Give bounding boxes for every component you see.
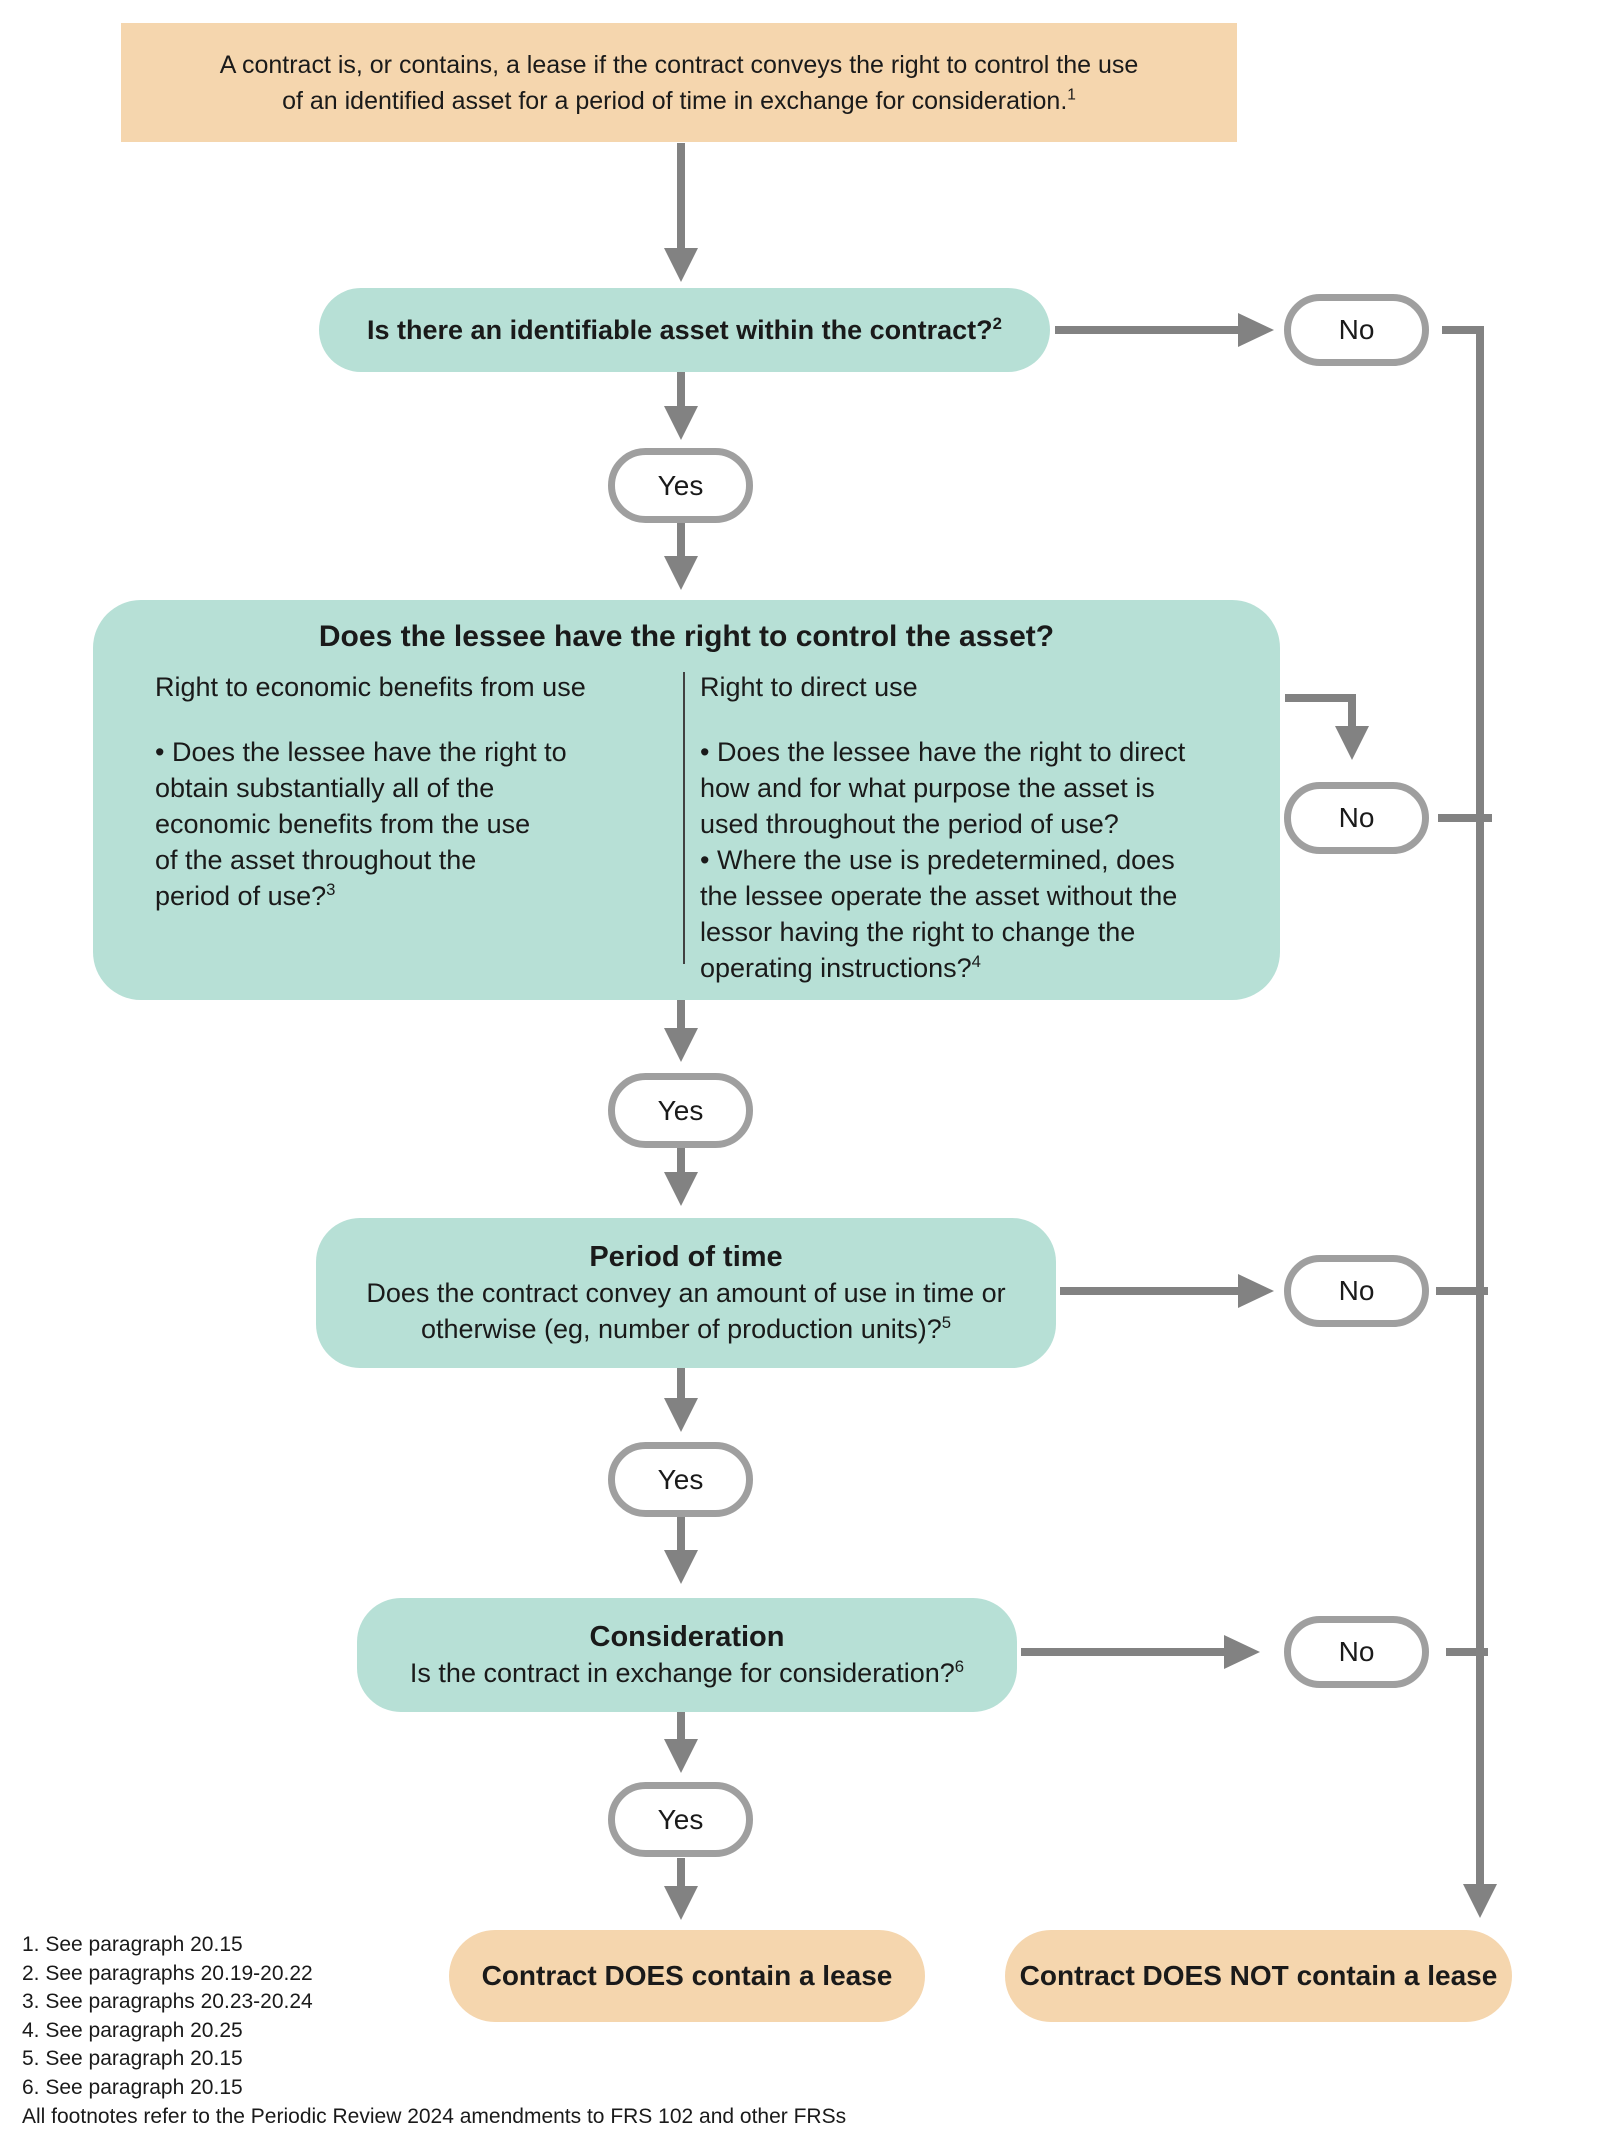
arrowhead-control-to-no2: [1335, 726, 1369, 760]
arrowhead-collector-to-outcome: [1463, 1884, 1497, 1918]
arrowhead-q1-to-yes1: [664, 406, 698, 440]
direct-use-bullet-2: • Where the use is predetermined, does t…: [700, 845, 1178, 983]
footnotes: 1. See paragraph 20.15 2. See paragraphs…: [22, 1931, 846, 2131]
no-oval-4: No: [1284, 1616, 1429, 1688]
arrowhead-yes4-to-outcome: [664, 1886, 698, 1920]
direct-use-heading: Right to direct use: [700, 672, 918, 702]
arrowhead-yes2-to-period: [664, 1172, 698, 1206]
outcome-contains-lease: Contract DOES contain a lease: [449, 1930, 925, 2022]
yes-oval-2: Yes: [608, 1073, 753, 1148]
footnote-2: 2. See paragraphs 20.19-20.22: [22, 1961, 313, 1985]
question-right-to-control: Does the lessee have the right to contro…: [93, 600, 1280, 1000]
footnote-3: 3. See paragraphs 20.23-20.24: [22, 1990, 313, 2014]
footnote-4: 4. See paragraph 20.25: [22, 2018, 243, 2042]
footnote-general-note: All footnotes refer to the Periodic Revi…: [22, 2104, 847, 2128]
arrowhead-intro-to-q1: [664, 248, 698, 282]
question-identifiable-asset: Is there an identifiable asset within th…: [319, 288, 1050, 372]
footnote-ref-4: 4: [971, 952, 981, 971]
arrowhead-period-to-yes3: [664, 1398, 698, 1432]
footnote-1: 1. See paragraph 20.15: [22, 1933, 243, 1956]
arrowhead-consideration-to-no4: [1224, 1635, 1260, 1669]
no-oval-1: No: [1284, 294, 1429, 366]
footnote-ref-3: 3: [326, 880, 336, 899]
outcome-not-contains-lease: Contract DOES NOT contain a lease: [1005, 1930, 1512, 2022]
arrowhead-consideration-to-yes4: [664, 1739, 698, 1773]
column-divider: [683, 672, 685, 964]
question-consideration: Consideration Is the contract in exchang…: [357, 1598, 1017, 1712]
direct-use-bullets: • Does the lessee have the right to dire…: [700, 734, 1266, 986]
no-oval-3: No: [1284, 1255, 1429, 1327]
consideration-text: Is the contract in exchange for consider…: [409, 1657, 965, 1688]
control-box-title: Does the lessee have the right to contro…: [318, 620, 1055, 653]
footnote-5: 5. See paragraph 20.15: [22, 2047, 243, 2071]
footnote-6: 6. See paragraph 20.15: [22, 2075, 243, 2099]
economic-benefits-bullet: • Does the lessee have the right to obta…: [155, 737, 567, 911]
period-text: Does the contract convey an amount of us…: [366, 1278, 1006, 1344]
economic-benefits-heading: Right to economic benefits from use: [155, 672, 586, 702]
footnote-ref-5: 5: [941, 1313, 952, 1332]
yes-oval-1: Yes: [608, 448, 753, 523]
yes-oval-4: Yes: [608, 1782, 753, 1857]
intro-box: A contract is, or contains, a lease if t…: [121, 23, 1237, 142]
question-identifiable-asset-text: Is there an identifiable asset within th…: [367, 313, 1002, 345]
consideration-title: Consideration: [589, 1621, 785, 1653]
arrowhead-q1-to-no1: [1238, 313, 1274, 347]
direct-use-bullet-1: • Does the lessee have the right to dire…: [700, 737, 1186, 839]
arrowhead-yes3-to-consideration: [664, 1550, 698, 1584]
period-title: Period of time: [589, 1241, 783, 1273]
footnote-ref-1: 1: [1067, 86, 1076, 104]
yes-oval-3: Yes: [608, 1442, 753, 1517]
elbow-control-to-no2: [1285, 694, 1356, 728]
question-period-of-time: Period of time Does the contract convey …: [316, 1218, 1056, 1368]
arrowhead-period-to-no3: [1238, 1274, 1274, 1308]
no-oval-2: No: [1284, 782, 1429, 854]
footnote-ref-2: 2: [992, 313, 1002, 333]
intro-text: A contract is, or contains, a lease if t…: [219, 50, 1139, 115]
footnote-ref-6: 6: [954, 1657, 965, 1676]
arrowhead-control-to-yes2: [664, 1028, 698, 1062]
arrowhead-yes1-to-control: [664, 556, 698, 590]
